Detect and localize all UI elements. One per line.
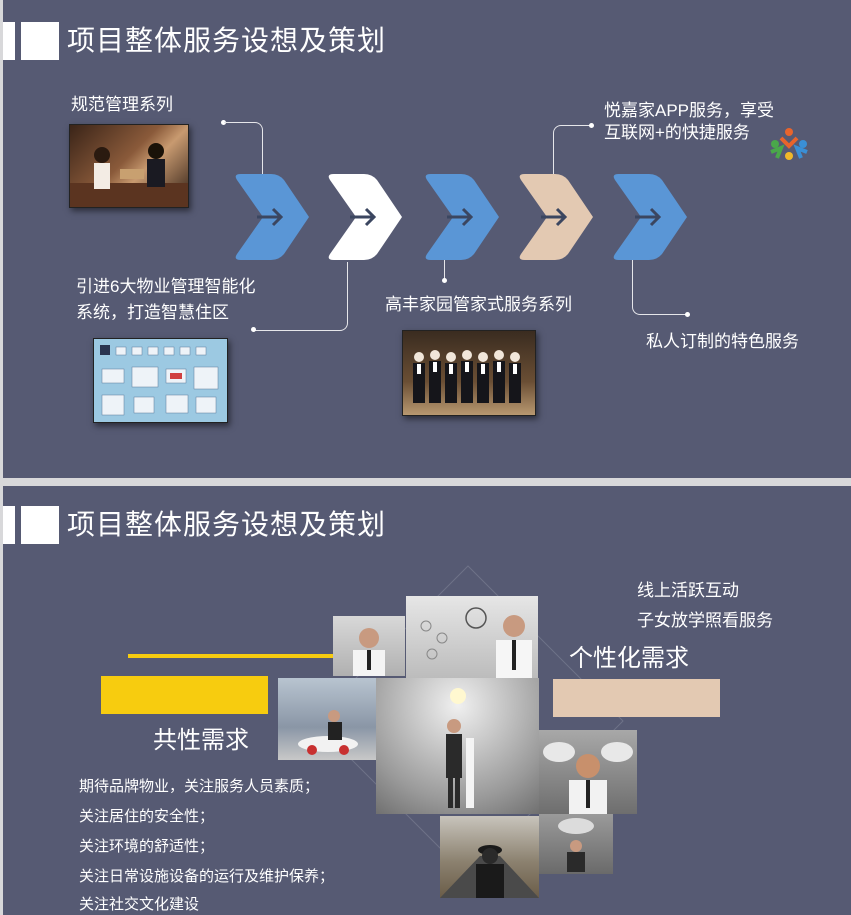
connector-dot (251, 327, 256, 332)
connector-line (224, 122, 263, 178)
smart-system-screen-photo (93, 338, 228, 423)
collage-road-man-photo (440, 816, 539, 898)
label-standard-service: 规范管理系列 (71, 95, 173, 114)
page-title: 项目整体服务设想及策划 (67, 509, 387, 540)
collage-lightbulb-idea-photo (406, 596, 538, 678)
common-item-4: 关注日常设施设备的运行及维护保养； (79, 868, 335, 885)
connector-dot (442, 278, 447, 283)
common-item-2: 关注居住的安全性； (79, 808, 215, 825)
butler-group-figures (413, 350, 521, 403)
butler-staff-group-photo (402, 330, 536, 416)
yellow-common-needs-block (101, 676, 268, 714)
connector-line (553, 125, 592, 181)
page-title: 项目整体服务设想及策划 (67, 25, 387, 56)
title-bar-decoration (3, 506, 15, 544)
road-man-figure (440, 845, 539, 898)
label-app-line1: 悦嘉家APP服务，享受 (604, 101, 775, 120)
common-needs-heading: 共性需求 (153, 727, 249, 754)
label-custom-service: 私人订制的特色服务 (646, 332, 799, 351)
idea-man-figure (420, 607, 532, 678)
chevron-step-1-icon (235, 174, 309, 260)
reception-desk-photo (69, 124, 189, 208)
title-bar-decoration (3, 22, 15, 60)
collage-central-lightbulb-photo (376, 678, 539, 814)
slide-service-plan-1: 项目整体服务设想及策划 规范管理系列 引进6大物业管理智能化 系统，打造智慧住区… (3, 0, 851, 478)
connector-line (632, 258, 687, 315)
lightbulb-man-figure (446, 688, 474, 808)
label-smart-system-line1: 引进6大物业管理智能化 (76, 277, 256, 296)
collage-cloud-man-photo (539, 814, 613, 874)
man-figure (353, 628, 385, 676)
common-item-1: 期待品牌物业，关注服务人员素质； (79, 778, 320, 795)
chevron-step-4-icon (519, 174, 593, 260)
system-diagram-thumbnail (94, 339, 227, 422)
connector-line (253, 262, 348, 331)
chevron-step-3-icon (425, 174, 499, 260)
title-square-decoration (21, 506, 59, 544)
reception-photo-figures (70, 143, 188, 207)
collage-toy-car-photo (278, 678, 376, 760)
collage-man-glasses-photo (333, 616, 405, 676)
personal-item-1: 线上活跃互动 (637, 581, 739, 600)
label-app-line2: 互联网+的快捷服务 (604, 123, 750, 142)
chevron-step-5-icon (613, 174, 687, 260)
yellow-accent-line (128, 654, 333, 658)
common-item-5: 关注社交文化建设 (79, 896, 200, 913)
app-people-logo-icon (770, 128, 808, 160)
cloud-man-figure (558, 818, 594, 872)
label-butler-service: 高丰家园管家式服务系列 (385, 295, 572, 314)
connector-dot (685, 312, 690, 317)
connector-dot (589, 123, 594, 128)
personal-needs-heading: 个性化需求 (569, 645, 689, 672)
slide-service-plan-2: 项目整体服务设想及策划 共性需求 个性化需求 线上活跃互动 子女放学照看服务 期… (3, 486, 851, 915)
toy-car-figure (298, 710, 358, 755)
stressed-man-figure (543, 742, 633, 814)
common-item-3: 关注环境的舒适性； (79, 838, 215, 855)
connector-line (444, 258, 446, 280)
label-smart-system-line2: 系统，打造智慧住区 (76, 303, 229, 322)
connector-dot (221, 120, 226, 125)
personal-item-2: 子女放学照看服务 (637, 611, 773, 630)
beige-personal-needs-block (553, 679, 720, 717)
collage-stressed-man-photo (539, 730, 637, 814)
chevron-step-2-icon (328, 174, 402, 260)
title-square-decoration (21, 22, 59, 60)
